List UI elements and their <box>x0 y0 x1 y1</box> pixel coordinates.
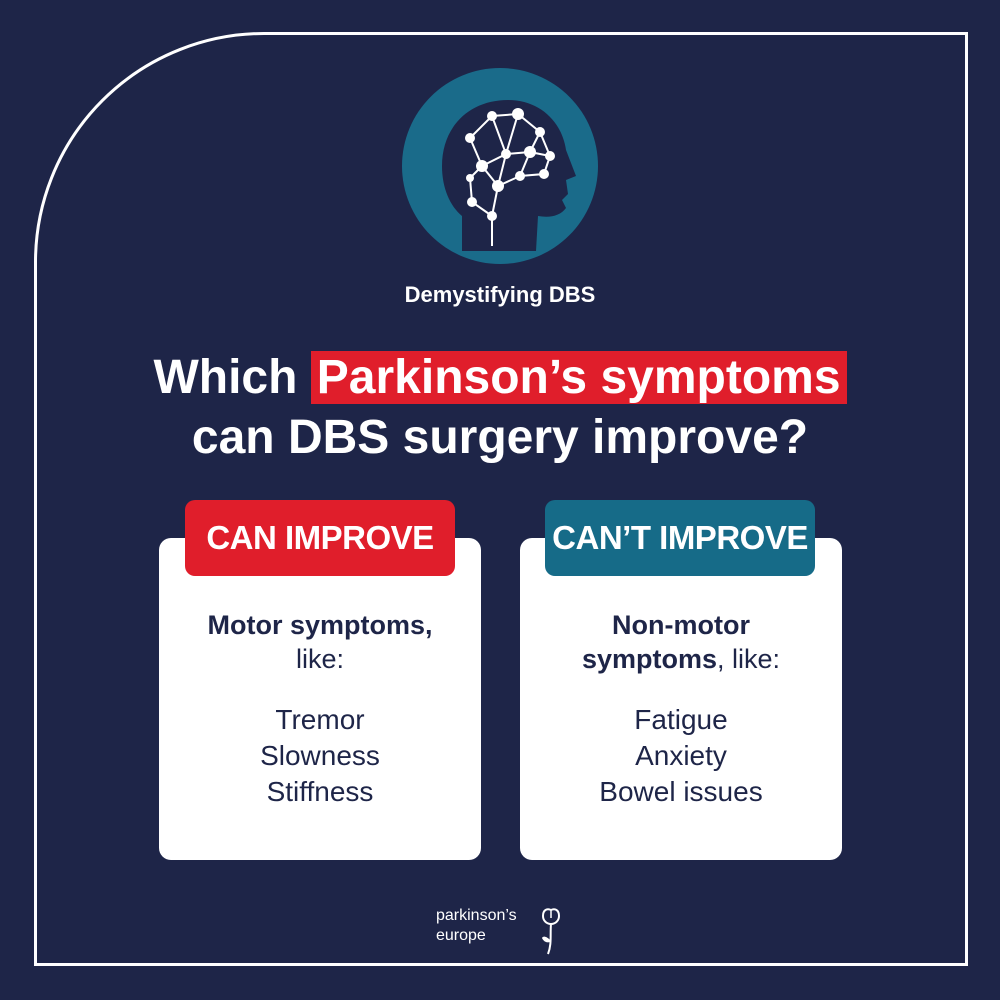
list-item: Tremor <box>275 704 365 735</box>
cant-improve-intro-bold-1: Non-motor <box>612 610 750 640</box>
list-item: Anxiety <box>635 740 727 771</box>
brand-line-1: parkinson’s <box>436 907 517 924</box>
series-title: Demystifying DBS <box>404 282 596 307</box>
can-improve-intro: Motor symptoms, like: <box>159 608 481 676</box>
can-improve-list: Tremor Slowness Stiffness <box>159 702 481 810</box>
headline-line-2: can DBS surgery improve? <box>191 411 809 464</box>
can-improve-tag: CAN IMPROVE <box>185 500 455 576</box>
cant-improve-intro: Non-motor symptoms, like: <box>520 608 842 676</box>
brand-logo: parkinson’s europe <box>436 906 576 966</box>
cant-improve-card: Non-motor symptoms, like: Fatigue Anxiet… <box>520 538 842 860</box>
tulip-icon <box>538 906 564 961</box>
cant-improve-intro-bold-2: symptoms <box>581 644 717 674</box>
headline-line-1: Which Parkinson’s symptoms <box>0 348 1000 408</box>
brain-network-head-icon <box>400 66 600 266</box>
cant-improve-intro-rest: , like: <box>717 644 781 674</box>
list-item: Fatigue <box>634 704 728 735</box>
can-improve-intro-bold: Motor symptoms, <box>207 610 433 640</box>
cant-improve-tag: CAN’T IMPROVE <box>545 500 815 576</box>
can-improve-intro-rest: like: <box>295 644 344 674</box>
headline-prefix: Which <box>153 351 311 404</box>
brand-line-2: europe <box>436 927 486 944</box>
list-item: Stiffness <box>266 776 374 807</box>
list-item: Bowel issues <box>599 776 763 807</box>
list-item: Slowness <box>260 740 380 771</box>
decorative-frame <box>34 32 968 966</box>
cant-improve-list: Fatigue Anxiety Bowel issues <box>520 702 842 810</box>
can-improve-card: Motor symptoms, like: Tremor Slowness St… <box>159 538 481 860</box>
headline-highlight: Parkinson’s symptoms <box>310 351 847 404</box>
brand-name: parkinson’s europe <box>436 906 517 946</box>
page-title: Which Parkinson’s symptoms can DBS surge… <box>0 348 1000 468</box>
